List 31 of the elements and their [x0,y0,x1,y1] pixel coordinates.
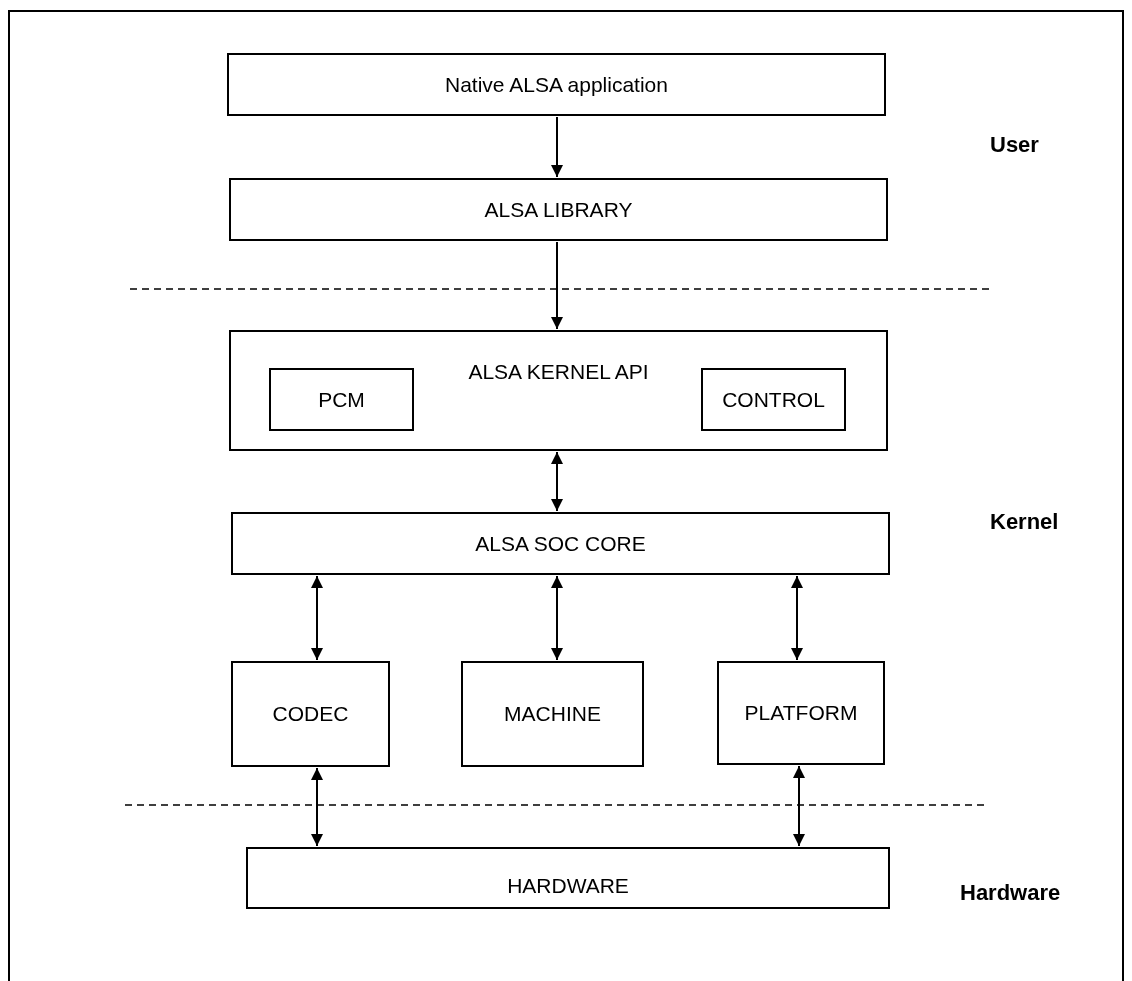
layer-label: Kernel [990,508,1059,536]
arrow [793,765,805,847]
layer-label: Hardware [960,879,1061,907]
process-box [269,368,414,431]
process-box [461,661,644,767]
box-label: Native ALSA application [445,71,668,98]
arrow [551,241,563,330]
arrow [551,575,563,661]
arrow [551,451,563,512]
arrow [551,116,563,178]
box-label: PLATFORM [744,700,858,727]
process-box [717,661,885,765]
box-label: ALSA KERNEL API [468,359,649,385]
box-label: HARDWARE [507,872,629,899]
process-box [227,53,886,116]
arrow [791,575,803,661]
process-box [231,661,390,767]
box-label: ALSA SOC CORE [475,530,646,557]
process-box [701,368,846,431]
process-box [246,847,890,909]
box-label: CODEC [272,701,349,728]
box-label: ALSA LIBRARY [484,196,633,223]
box-label: PCM [318,386,365,413]
process-box [231,512,890,575]
arrow [311,575,323,661]
process-box [229,330,888,451]
box-label: MACHINE [504,701,601,728]
arrow [311,767,323,847]
box-label: CONTROL [722,386,825,413]
layer-label: User [990,131,1039,159]
process-box [229,178,888,241]
